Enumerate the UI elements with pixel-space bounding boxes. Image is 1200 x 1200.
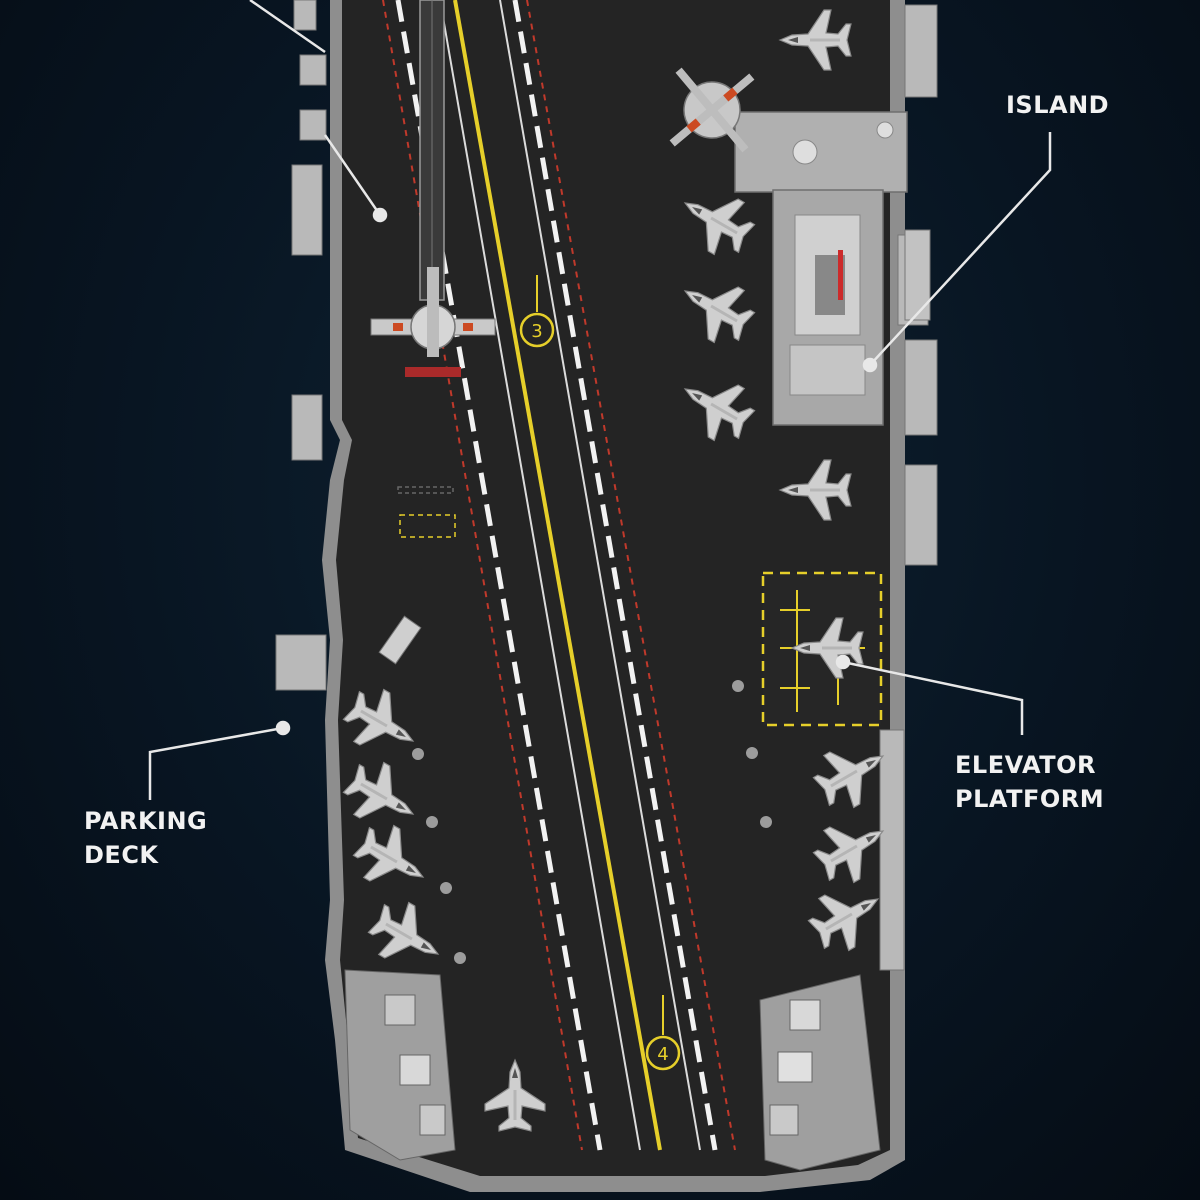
deck-marking-bar [397,486,454,494]
port-sponsons [275,0,327,691]
spot-4-marker: 4 [645,995,681,1071]
helicopter-bow [669,67,755,153]
elevator-platform [761,571,883,727]
catapult-track [419,0,445,301]
parking-deck-callout-label: PARKING DECK [84,807,208,869]
elevator-platform-callout-label: ELEVATOR PLATFORM [955,751,1105,813]
aew-aircraft [370,267,496,377]
island-callout-label: ISLAND [1006,91,1110,119]
spot-3-marker: 3 [519,275,555,348]
flight-deck [336,0,890,1176]
spot-3-label: 3 [531,321,542,342]
island-superstructure [734,111,931,426]
deck-reference-dots [412,680,772,964]
deck-marking-box [399,514,456,538]
tow-tractor [378,615,422,665]
callout-lines [148,0,1052,800]
stern-structures [344,969,881,1171]
spot-4-label: 4 [657,1044,668,1065]
